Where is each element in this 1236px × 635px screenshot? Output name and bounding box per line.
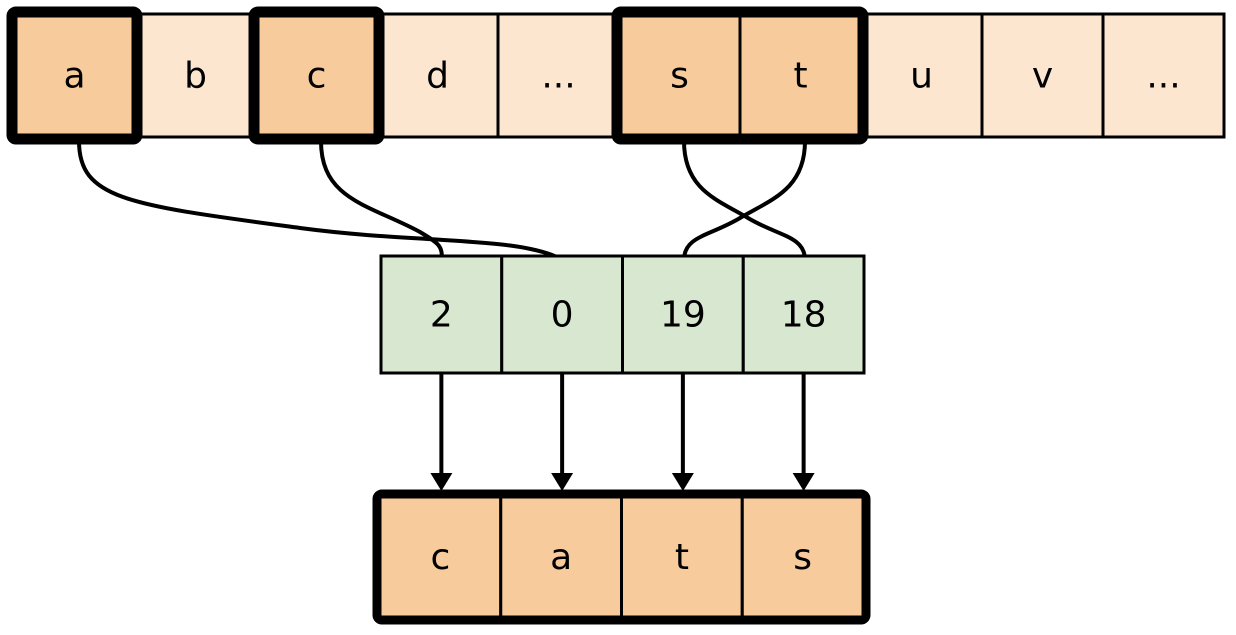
alphabet-cell-c bbox=[254, 12, 379, 139]
alphabet-cell-b bbox=[133, 12, 258, 139]
alphabet-cell-label: d bbox=[426, 56, 449, 97]
alphabet-cell-label: a bbox=[63, 56, 85, 97]
index-cell-label: 2 bbox=[430, 295, 453, 336]
index-cell-3 bbox=[741, 254, 866, 375]
connector-curve-s-to-18 bbox=[682, 140, 807, 261]
alphabet-cell-label: ... bbox=[541, 56, 575, 97]
alphabet-highlight-outline bbox=[248, 6, 385, 145]
alphabet-cell-label: s bbox=[670, 56, 689, 97]
alphabet-cell-ellipsis-9 bbox=[1101, 12, 1226, 139]
output-cell-2 bbox=[620, 495, 744, 619]
index-to-output-arrow-head bbox=[671, 473, 694, 491]
connector-curve-a-to-0 bbox=[77, 140, 564, 262]
index-to-output-arrow-head bbox=[551, 473, 574, 491]
alphabet-cell-label: t bbox=[793, 56, 807, 97]
alphabet-cell-label: b bbox=[184, 56, 207, 97]
alphabet-cell-label: c bbox=[307, 56, 327, 97]
highlight-outlines bbox=[6, 6, 869, 145]
alphabet-cell-v bbox=[980, 12, 1105, 139]
index-to-output-arrow-head bbox=[430, 473, 453, 491]
output-cell-label: a bbox=[550, 537, 572, 578]
alphabet-highlight-outline bbox=[6, 6, 143, 145]
index-cell-label: 0 bbox=[551, 295, 574, 336]
connector-curves bbox=[77, 140, 807, 262]
index-cell-2 bbox=[621, 254, 745, 375]
index-cell-1 bbox=[500, 254, 624, 375]
alphabet-cell-label: u bbox=[910, 56, 933, 97]
output-array-outline bbox=[372, 489, 871, 625]
connector-curve-c-to-2 bbox=[319, 140, 444, 261]
output-cell-0 bbox=[378, 495, 503, 619]
alphabet-array: a b c d... s t u v... bbox=[12, 12, 1226, 139]
index-to-output-arrow-head bbox=[792, 473, 815, 491]
index-cell-label: 19 bbox=[660, 295, 706, 336]
alphabet-cell-label: ... bbox=[1146, 56, 1180, 97]
output-cell-3 bbox=[740, 495, 865, 619]
output-cell-label: t bbox=[675, 537, 689, 578]
alphabet-cell-label: v bbox=[1032, 56, 1053, 97]
output-cell-label: c bbox=[430, 537, 450, 578]
connector-curve-t-to-19 bbox=[682, 140, 807, 261]
alphabet-highlight-outline bbox=[611, 6, 869, 145]
output-cell-label: s bbox=[793, 537, 812, 578]
alphabet-cell-ellipsis-4 bbox=[496, 12, 621, 139]
index-to-output-arrows bbox=[430, 373, 815, 491]
index-cell-label: 18 bbox=[781, 295, 827, 336]
